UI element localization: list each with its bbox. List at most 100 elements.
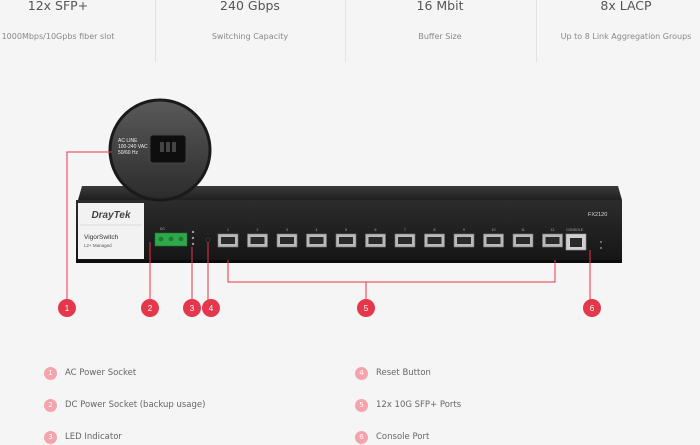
dc-label: DC	[160, 227, 166, 231]
callout-number: 3	[190, 304, 195, 313]
callout-badge-circle	[583, 299, 601, 317]
brand-logo: DrayTek	[91, 210, 131, 221]
sfp-port-number: 7	[404, 228, 406, 232]
dc-terminal-screw	[178, 236, 184, 242]
sfp-port-number: 5	[345, 228, 347, 232]
legend-text: DC Power Socket (backup usage)	[65, 400, 206, 410]
spec-value: 8x LACP	[600, 0, 652, 13]
reset-button[interactable]	[205, 237, 211, 243]
callout-badge-2: 2	[141, 299, 159, 317]
product-subtitle: L2+ Managed	[84, 243, 112, 248]
callout-badge-4: 4	[202, 299, 220, 317]
console-led	[600, 247, 602, 249]
console-label: CONSOLE	[566, 228, 584, 232]
legend-number: 3	[44, 430, 57, 444]
legend-number: 4	[355, 366, 368, 380]
spec-label: 1000Mbps/10Gpbs fiber slot	[1, 32, 115, 41]
sfp-port-slot	[280, 237, 294, 244]
legend-number: 5	[355, 398, 368, 412]
legend-text: Reset Button	[376, 368, 431, 378]
callout-line-5-bracket	[227, 260, 556, 283]
callout-lines	[66, 151, 591, 300]
callout-number: 2	[148, 304, 153, 313]
legend-item-led: 3 LED Indicator	[44, 429, 122, 445]
spec-value: 240 Gbps	[220, 0, 280, 13]
callout-badge-circle	[58, 299, 76, 317]
callout-number: 4	[209, 304, 214, 313]
callout-number: 6	[590, 304, 595, 313]
console-led	[600, 241, 602, 243]
spec-label: Buffer Size	[418, 32, 462, 41]
callout-badge-1: 1	[58, 299, 76, 317]
ac-line-3: 50/60 Hz	[118, 150, 139, 156]
legend-number: 1	[44, 366, 57, 380]
console-port-jack	[570, 238, 582, 247]
model-label: FX2120	[588, 212, 607, 218]
sfp-port-number: 6	[375, 228, 377, 232]
sfp-port-number: 1	[227, 228, 229, 232]
spec-divider	[155, 0, 156, 62]
led-indicator	[191, 230, 195, 234]
callout-badge-circle	[202, 299, 220, 317]
legend-text: 12x 10G SFP+ Ports	[376, 400, 462, 410]
legend-number: 6	[355, 430, 368, 444]
spec-label: Up to 8 Link Aggregation Groups	[560, 32, 692, 41]
callout-badge-circle	[141, 299, 159, 317]
legend-text: Console Port	[376, 432, 430, 442]
callout-badge-5: 5	[357, 299, 375, 317]
callout-line-1	[66, 151, 112, 300]
switch-top	[78, 186, 622, 200]
spec-value: 12x SFP+	[27, 0, 89, 13]
legend-item-dc-power: 2 DC Power Socket (backup usage)	[44, 397, 205, 413]
callout-number: 1	[65, 304, 70, 313]
sfp-port-slot	[398, 237, 412, 244]
callout-number: 5	[364, 304, 369, 313]
sfp-port-slot	[250, 237, 265, 244]
sfp-port-number: 4	[316, 228, 318, 232]
callout-badge-3: 3	[183, 299, 201, 317]
spec-value: 16 Mbit	[416, 0, 464, 13]
dc-terminal-screw	[158, 236, 164, 242]
sfp-port-slot	[368, 237, 383, 244]
callout-badge-circle	[357, 299, 375, 317]
callout-badge-circle	[183, 299, 201, 317]
led-indicator	[191, 236, 195, 240]
sfp-port-slot	[457, 237, 471, 244]
sfp-port-number: 2	[257, 228, 259, 232]
switch-front	[76, 200, 622, 262]
sfp-port-slot	[545, 237, 560, 244]
spec-label: Switching Capacity	[211, 32, 289, 41]
legend-item-reset: 4 Reset Button	[355, 365, 431, 381]
sfp-port-number: 11	[521, 228, 525, 232]
switch-bottom-edge	[76, 260, 622, 263]
brand-panel	[78, 203, 144, 259]
legend-item-ac-power: 1 AC Power Socket	[44, 365, 136, 381]
sfp-port-slot	[516, 237, 530, 244]
legend-number: 2	[44, 398, 57, 412]
legend: 1 AC Power Socket 2 DC Power Socket (bac…	[0, 360, 700, 444]
sfp-port-slot	[309, 237, 324, 244]
ac-line-label: AC LINE 100-240 VAC 50/60 Hz	[118, 138, 149, 156]
dc-terminal-screw	[168, 236, 174, 242]
product-name: VigorSwitch	[84, 234, 119, 241]
ac-pin	[160, 142, 164, 152]
legend-text: AC Power Socket	[65, 368, 137, 378]
legend-text: LED Indicator	[65, 432, 122, 442]
sfp-port-slot	[427, 237, 442, 244]
spec-strip: 12x SFP+ 1000Mbps/10Gpbs fiber slot 240 …	[0, 0, 700, 70]
spec-divider	[536, 0, 537, 62]
legend-item-console: 6 Console Port	[355, 429, 429, 445]
legend-item-sfp-ports: 5 12x 10G SFP+ Ports	[355, 397, 461, 413]
ac-line-2: 100-240 VAC	[118, 144, 148, 150]
sfp-port-slot	[339, 237, 353, 244]
ac-pin	[172, 142, 176, 152]
spec-divider	[345, 0, 346, 62]
sfp-port-slot	[221, 237, 235, 244]
led-indicator	[191, 242, 195, 246]
callout-badge-6: 6	[583, 299, 601, 317]
switch-diagram: DrayTek VigorSwitch L2+ Managed DC 1 2 3 4 5…	[58, 98, 622, 317]
sfp-port-slot	[486, 237, 501, 244]
sfp-port-number: 8	[434, 228, 436, 232]
ac-pin	[166, 142, 170, 152]
